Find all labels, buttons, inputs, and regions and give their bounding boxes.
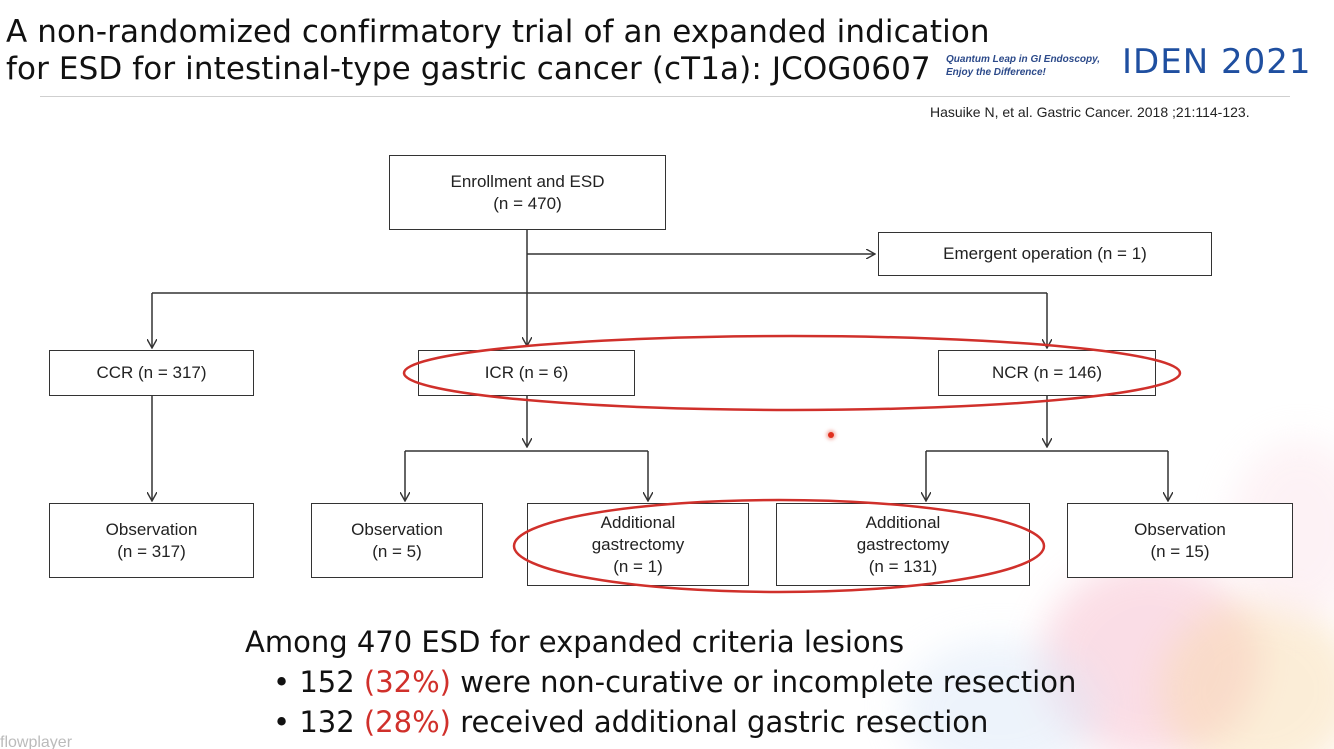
logo-year: 2021 [1220,42,1312,82]
summary-bullet-2: • 132 (28%) received additional gastric … [273,705,989,739]
icr-observation-count: (n = 5) [372,541,422,561]
ccr-label: CCR (n = 317) [96,363,207,382]
title-divider [40,96,1290,97]
enrollment-count: (n = 470) [493,193,562,213]
icr-box: ICR (n = 6) [418,350,635,396]
ncr-observation-box: Observation (n = 15) [1067,503,1293,578]
conference-tagline: Quantum Leap in GI Endoscopy, Enjoy the … [946,53,1100,79]
bullet-1-count: 152 [299,665,364,699]
ncr-gastrectomy-label-1: Additional [865,512,941,532]
ccr-observation-count: (n = 317) [117,541,186,561]
enrollment-box: Enrollment and ESD (n = 470) [389,155,666,230]
icr-observation-label: Observation [351,519,443,539]
icr-observation-box: Observation (n = 5) [311,503,483,578]
iden-logo: IDEN 2021 [1122,42,1311,82]
icr-gastrectomy-count: (n = 1) [613,556,663,576]
title-line-2: for ESD for intestinal-type gastric canc… [6,51,931,87]
enrollment-label: Enrollment and ESD [450,171,605,191]
logo-text: IDEN [1122,42,1210,82]
bullet-1-percent: (32%) [363,665,451,699]
bullet-2-count: 132 [299,705,364,739]
pointer-dot [828,432,834,438]
slide-title: A non-randomized confirmatory trial of a… [6,14,990,88]
summary-text: Among 470 ESD for expanded criteria lesi… [245,622,1076,742]
ccr-observation-box: Observation (n = 317) [49,503,254,578]
player-watermark: flowplayer [0,734,73,749]
title-line-1: A non-randomized confirmatory trial of a… [6,14,990,50]
bullet-2-text: received additional gastric resection [451,705,989,739]
ncr-gastrectomy-box: Additional gastrectomy (n = 131) [776,503,1030,586]
icr-gastrectomy-label-2: gastrectomy [591,534,685,554]
bullet-2-percent: (28%) [363,705,451,739]
ncr-box: NCR (n = 146) [938,350,1156,396]
ccr-box: CCR (n = 317) [49,350,254,396]
bullet-1-text: were non-curative or incomplete resectio… [451,665,1077,699]
icr-gastrectomy-label-1: Additional [600,512,676,532]
ncr-observation-count: (n = 15) [1150,541,1210,561]
decorative-blob [1160,600,1334,749]
summary-heading: Among 470 ESD for expanded criteria lesi… [245,625,905,659]
tagline-line-1: Quantum Leap in GI Endoscopy, [946,54,1101,65]
ncr-gastrectomy-label-2: gastrectomy [856,534,950,554]
ncr-gastrectomy-count: (n = 131) [868,556,938,576]
decorative-blob [1040,560,1260,749]
citation: Hasuike N, et al. Gastric Cancer. 2018 ;… [930,104,1250,120]
emergent-operation-box: Emergent operation (n = 1) [878,232,1212,276]
ncr-observation-label: Observation [1134,519,1226,539]
emergent-operation-label: Emergent operation (n = 1) [943,244,1147,263]
ccr-observation-label: Observation [105,519,198,539]
summary-bullet-1: • 152 (32%) were non-curative or incompl… [273,665,1077,699]
ncr-label: NCR (n = 146) [991,363,1103,382]
tagline-line-2: Enjoy the Difference! [946,67,1046,78]
decorative-blob [900,640,1100,749]
icr-gastrectomy-box: Additional gastrectomy (n = 1) [527,503,749,586]
icr-label: ICR (n = 6) [484,363,569,382]
